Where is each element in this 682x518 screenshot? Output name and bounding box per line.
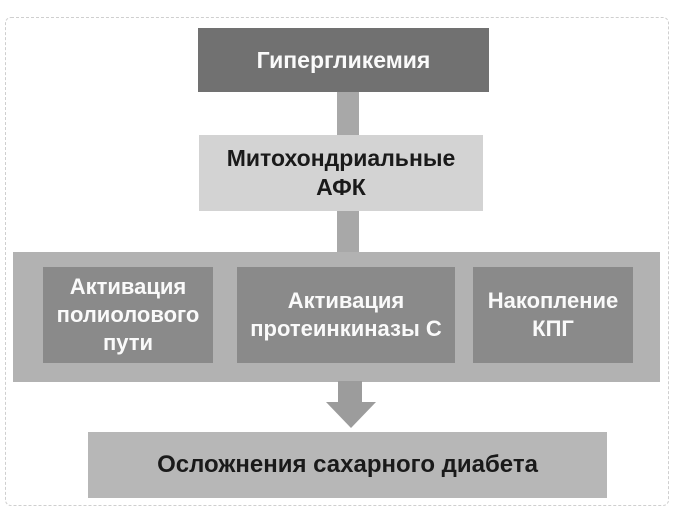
node-polyol-pathway-line1: Активация — [69, 274, 187, 299]
node-protein-kinase-c: Активация протеинкиназы С — [237, 267, 455, 363]
node-polyol-pathway: Активация полиолового пути — [43, 267, 213, 363]
node-age-accumulation-line2: КПГ — [532, 316, 574, 341]
node-polyol-pathway-line3: пути — [102, 330, 154, 355]
node-hyperglycemia: Гипергликемия — [198, 28, 489, 92]
node-protein-kinase-c-line1: Активация — [287, 288, 405, 313]
page-dashed-border — [5, 17, 669, 506]
down-arrow-head — [326, 402, 376, 428]
node-hyperglycemia-label: Гипергликемия — [256, 46, 431, 73]
down-arrow-stem — [338, 381, 362, 403]
node-age-accumulation: Накопление КПГ — [473, 267, 633, 363]
node-diabetes-complications: Осложнения сахарного диабета — [88, 432, 607, 498]
node-age-accumulation-line1: Накопление — [487, 288, 619, 313]
node-polyol-pathway-line2: полиолового — [56, 302, 200, 327]
node-diabetes-complications-label: Осложнения сахарного диабета — [157, 451, 538, 478]
node-protein-kinase-c-line2: протеинкиназы С — [250, 316, 442, 341]
connector-ros-to-group — [337, 208, 359, 254]
node-mitochondrial-ros-line1: Митохондриальные — [226, 145, 456, 171]
node-mitochondrial-ros: Митохондриальные АФК — [199, 135, 483, 211]
node-mitochondrial-ros-line2: АФК — [316, 174, 366, 200]
connector-top-to-ros — [337, 90, 359, 137]
